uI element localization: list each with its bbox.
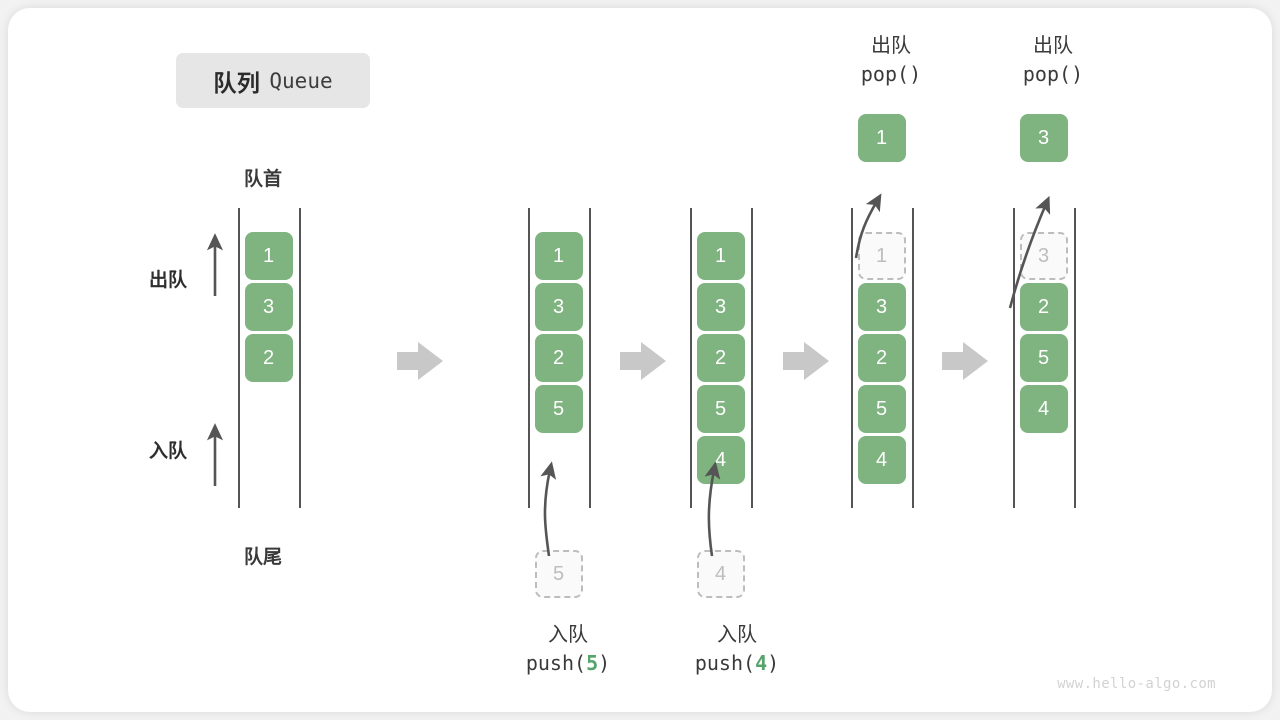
queue-head-label: 队首 <box>244 169 283 190</box>
outgoing-element: 3 <box>1019 114 1068 162</box>
step-arrow-2 <box>620 342 666 380</box>
outgoing-element: 1 <box>857 114 906 162</box>
incoming-element: 4 <box>696 550 745 598</box>
site-watermark: www.hello-algo.com <box>1057 676 1216 692</box>
queue-cell: 1 <box>857 232 906 280</box>
queue-cell: 3 <box>857 283 906 331</box>
operation-cn-pop3: 出队 <box>1033 35 1073 57</box>
operation-caption-pop1: 出队 pop() <box>826 32 956 89</box>
queue-cell: 1 <box>534 232 583 280</box>
operation-caption-pop3: 出队 pop() <box>988 32 1118 89</box>
arrows-overlay <box>206 193 1051 557</box>
queue-cell: 5 <box>534 385 583 433</box>
queue-rail <box>589 208 591 508</box>
queue-cell: 5 <box>1019 334 1068 382</box>
queue-cell: 2 <box>534 334 583 382</box>
queue-cell: 5 <box>857 385 906 433</box>
queue-cell: 3 <box>696 283 745 331</box>
queue-cell: 2 <box>244 334 293 382</box>
operation-cn-pop1: 出队 <box>871 35 911 57</box>
queue-rail <box>912 208 914 508</box>
operation-caption-push4: 入队 push(4) <box>657 621 817 678</box>
queue-cell: 5 <box>696 385 745 433</box>
queue-rail <box>1074 208 1076 508</box>
push-arrow-5 <box>540 461 557 557</box>
queue-rail <box>528 208 530 508</box>
queue-cell: 4 <box>696 436 745 484</box>
operation-caption-push5: 入队 push(5) <box>488 621 648 678</box>
incoming-element: 5 <box>534 550 583 598</box>
diagram-title-badge: 队列 Queue <box>176 53 370 108</box>
queue-cell: 3 <box>534 283 583 331</box>
dequeue-direction-label: 出队 <box>149 270 188 291</box>
enqueue-direction-label: 入队 <box>149 441 188 462</box>
operation-code-pop3: pop() <box>1022 62 1084 87</box>
queue-cell: 4 <box>857 436 906 484</box>
queue-tail-label: 队尾 <box>244 547 283 568</box>
queue-rail <box>851 208 853 508</box>
queue-cell: 3 <box>1019 232 1068 280</box>
queue-rail <box>299 208 301 508</box>
queue-cell: 3 <box>244 283 293 331</box>
operation-code-pop1: pop() <box>860 62 922 87</box>
queue-rail <box>1013 208 1015 508</box>
queue-cell: 1 <box>244 232 293 280</box>
queue-cell: 2 <box>1019 283 1068 331</box>
step-arrow-4 <box>942 342 988 380</box>
queue-rail <box>690 208 692 508</box>
queue-cell: 2 <box>696 334 745 382</box>
queue-rail <box>751 208 753 508</box>
operation-cn-push4: 入队 <box>717 624 757 646</box>
title-chinese: 队列 <box>213 69 261 96</box>
queue-cell: 4 <box>1019 385 1068 433</box>
step-arrow-1 <box>397 342 443 380</box>
operation-code-push4: push(4) <box>694 651 780 676</box>
operation-code-push5: push(5) <box>525 651 611 676</box>
step-arrow-3 <box>783 342 829 380</box>
diagram-card: 队列 Queue 队首 队尾 出队 入队 出队 pop() 出队 pop() 入… <box>8 8 1272 712</box>
queue-rail <box>238 208 240 508</box>
queue-cell: 1 <box>696 232 745 280</box>
operation-cn-push5: 入队 <box>548 624 588 646</box>
title-english: Queue <box>269 68 333 93</box>
queue-cell: 2 <box>857 334 906 382</box>
